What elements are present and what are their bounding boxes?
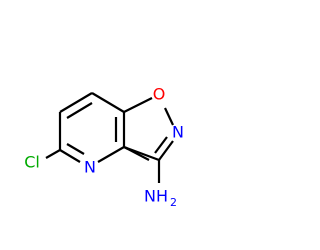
bond-npy-c5-inner xyxy=(66,143,85,155)
bond-c5-c6 xyxy=(59,92,93,113)
bond-n-c3-inner xyxy=(154,136,168,154)
bond-c5-cl xyxy=(45,149,61,159)
pyridine-nitrogen-label: N xyxy=(84,158,96,177)
amine-label: NH xyxy=(144,187,168,206)
bond-npy-c5 xyxy=(59,149,81,163)
bond-c3-c3a xyxy=(123,145,160,162)
bond-o-n xyxy=(164,107,174,126)
bonds xyxy=(45,92,174,183)
bond-c5-c6-inner xyxy=(66,102,93,119)
structure-canvas: Cl N O N NH 2 xyxy=(24,85,184,210)
chlorine-label: Cl xyxy=(24,153,40,172)
isoxazole-nitrogen-label: N xyxy=(172,123,184,142)
bond-n-c3 xyxy=(158,140,174,161)
atom-labels: Cl N O N NH 2 xyxy=(24,85,184,210)
oxygen-label: O xyxy=(153,85,166,104)
molecule-drawing: Cl N O N NH 2 xyxy=(24,85,184,210)
bond-c3a-c7a xyxy=(97,146,125,163)
bond-c6-c7 xyxy=(91,92,125,113)
bond-c7-o xyxy=(123,97,153,113)
amine-subscript: 2 xyxy=(170,196,177,209)
